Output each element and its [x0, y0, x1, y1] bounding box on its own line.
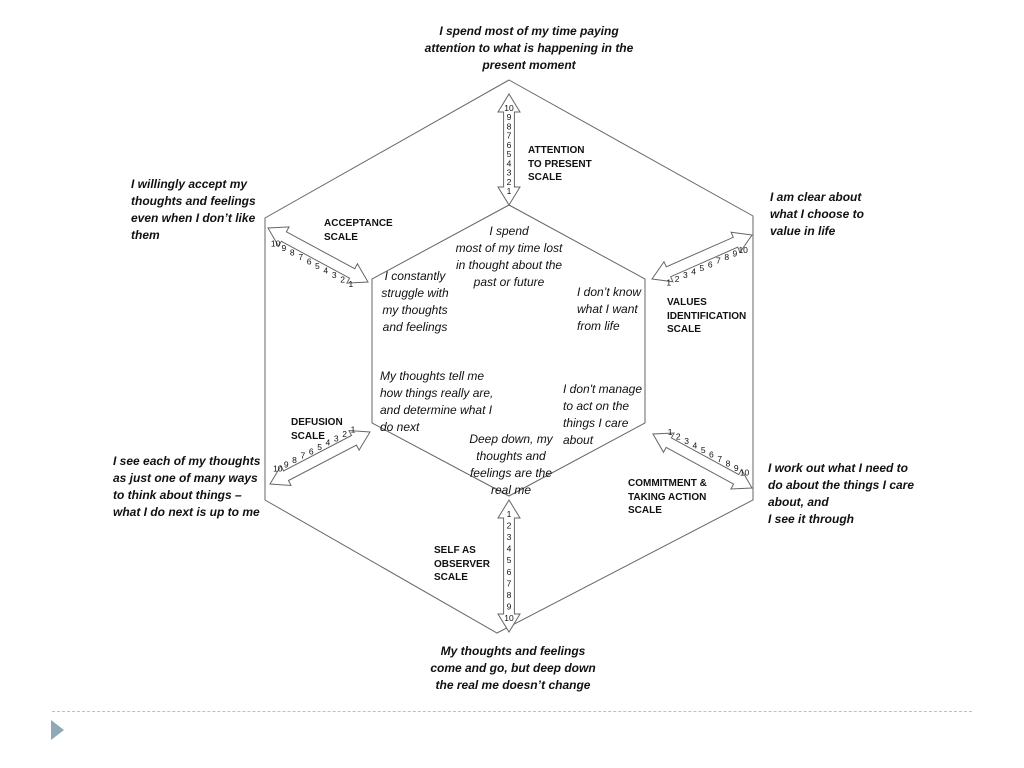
scale-arrow-acceptance — [267, 226, 369, 284]
scale-number-attention: 8 — [507, 121, 512, 131]
statement-acceptance-low: I constantly struggle with my thoughts a… — [381, 269, 449, 334]
scale-number-attention: 9 — [507, 112, 512, 122]
scale-number-values: 1 — [666, 278, 671, 288]
scale-number-self-observer: 6 — [507, 567, 512, 577]
next-slide-arrow-icon[interactable] — [51, 720, 64, 740]
scale-number-values: 3 — [683, 270, 688, 280]
inner-hexagon — [371, 204, 646, 497]
scale-arrow-values — [651, 231, 753, 283]
statement-self-observer-high: My thoughts and feelings come and go, bu… — [430, 644, 596, 692]
scale-number-acceptance: 4 — [323, 266, 328, 276]
scale-label-commitment: COMMITMENT & TAKING ACTION SCALE — [628, 478, 707, 516]
scale-number-values: 7 — [716, 256, 721, 266]
scale-label-defusion: DEFUSION SCALE — [291, 417, 343, 442]
statement-commitment-high: I work out what I need to do about the t… — [768, 461, 915, 526]
scale-number-values: 5 — [700, 263, 705, 273]
scale-number-self-observer: 9 — [507, 601, 512, 611]
scale-number-self-observer: 8 — [507, 590, 512, 600]
scale-number-acceptance: 10 — [271, 239, 281, 249]
scale-number-defusion: 8 — [292, 455, 297, 465]
scale-number-commitment: 5 — [701, 445, 706, 455]
scale-number-values: 10 — [738, 245, 748, 255]
scale-arrow-attention — [497, 93, 521, 206]
scale-number-attention: 3 — [507, 168, 512, 178]
scale-number-self-observer: 1 — [507, 509, 512, 519]
footer-divider — [52, 711, 972, 712]
scale-number-defusion: 3 — [334, 433, 339, 443]
scale-number-defusion: 7 — [301, 451, 306, 461]
scale-number-commitment: 7 — [717, 454, 722, 464]
scale-number-commitment: 10 — [740, 468, 750, 478]
scale-number-attention: 6 — [507, 140, 512, 150]
statement-acceptance-high: I willingly accept my thoughts and feeli… — [131, 177, 256, 242]
scale-number-commitment: 2 — [676, 431, 681, 441]
scale-number-acceptance: 5 — [315, 261, 320, 271]
scale-number-commitment: 4 — [693, 441, 698, 451]
scale-number-acceptance: 9 — [282, 243, 287, 253]
scale-number-acceptance: 2 — [340, 275, 345, 285]
scale-number-values: 8 — [724, 252, 729, 262]
scale-number-defusion: 9 — [284, 459, 289, 469]
scale-number-attention: 4 — [507, 158, 512, 168]
scale-number-values: 9 — [733, 248, 738, 258]
scale-number-commitment: 6 — [709, 450, 714, 460]
scale-number-defusion: 1 — [351, 425, 356, 435]
statement-commitment-low: I don't manage to act on the things I ca… — [563, 382, 643, 447]
scale-number-acceptance: 6 — [307, 257, 312, 267]
statement-self-observer-low: Deep down, my thoughts and feelings are … — [469, 432, 553, 497]
scale-number-acceptance: 8 — [290, 248, 295, 258]
scale-number-attention: 10 — [504, 103, 514, 113]
scale-number-defusion: 5 — [317, 442, 322, 452]
scale-number-commitment: 9 — [734, 463, 739, 473]
statement-attention-high: I spend most of my time paying attention… — [424, 24, 634, 72]
statement-values-high: I am clear about what I choose to value … — [770, 190, 865, 238]
scale-number-values: 4 — [691, 267, 696, 277]
statement-attention-low: I spend most of my time lost in thought … — [455, 224, 563, 289]
scale-number-acceptance: 1 — [349, 279, 354, 289]
scale-arrow-defusion — [269, 429, 371, 487]
scale-number-self-observer: 3 — [507, 532, 512, 542]
scale-number-values: 6 — [708, 259, 713, 269]
scale-number-values: 2 — [675, 274, 680, 284]
scale-number-attention: 5 — [507, 149, 512, 159]
scale-number-defusion: 4 — [326, 438, 331, 448]
scale-number-commitment: 8 — [726, 459, 731, 469]
scale-label-attention: ATTENTION TO PRESENT SCALE — [528, 145, 592, 183]
scale-number-commitment: 3 — [684, 436, 689, 446]
scale-number-commitment: 1 — [668, 427, 673, 437]
scale-number-attention: 2 — [507, 177, 512, 187]
statement-defusion-low: My thoughts tell me how things really ar… — [380, 369, 494, 434]
scale-number-self-observer: 10 — [504, 613, 514, 623]
outer-hexagon — [264, 79, 754, 634]
scale-number-self-observer: 7 — [507, 578, 512, 588]
scale-label-acceptance: ACCEPTANCE SCALE — [324, 218, 393, 243]
scale-number-self-observer: 5 — [507, 555, 512, 565]
scale-number-acceptance: 3 — [332, 270, 337, 280]
scale-number-attention: 7 — [507, 131, 512, 141]
scale-number-acceptance: 7 — [298, 252, 303, 262]
scale-label-values: VALUES IDENTIFICATION SCALE — [667, 297, 747, 335]
scale-number-defusion: 10 — [273, 464, 283, 474]
scale-label-self-observer: SELF AS OBSERVER SCALE — [434, 545, 490, 583]
scale-number-defusion: 2 — [342, 429, 347, 439]
statement-defusion-high: I see each of my thoughts as just one of… — [113, 454, 261, 519]
scale-number-self-observer: 4 — [507, 544, 512, 554]
statement-values-low: I don’t know what I want from life — [577, 285, 642, 333]
scale-number-self-observer: 2 — [507, 521, 512, 531]
scale-number-attention: 1 — [507, 186, 512, 196]
scale-number-defusion: 6 — [309, 446, 314, 456]
scale-arrow-self-observer — [497, 499, 521, 633]
scale-arrow-commitment — [652, 432, 753, 490]
